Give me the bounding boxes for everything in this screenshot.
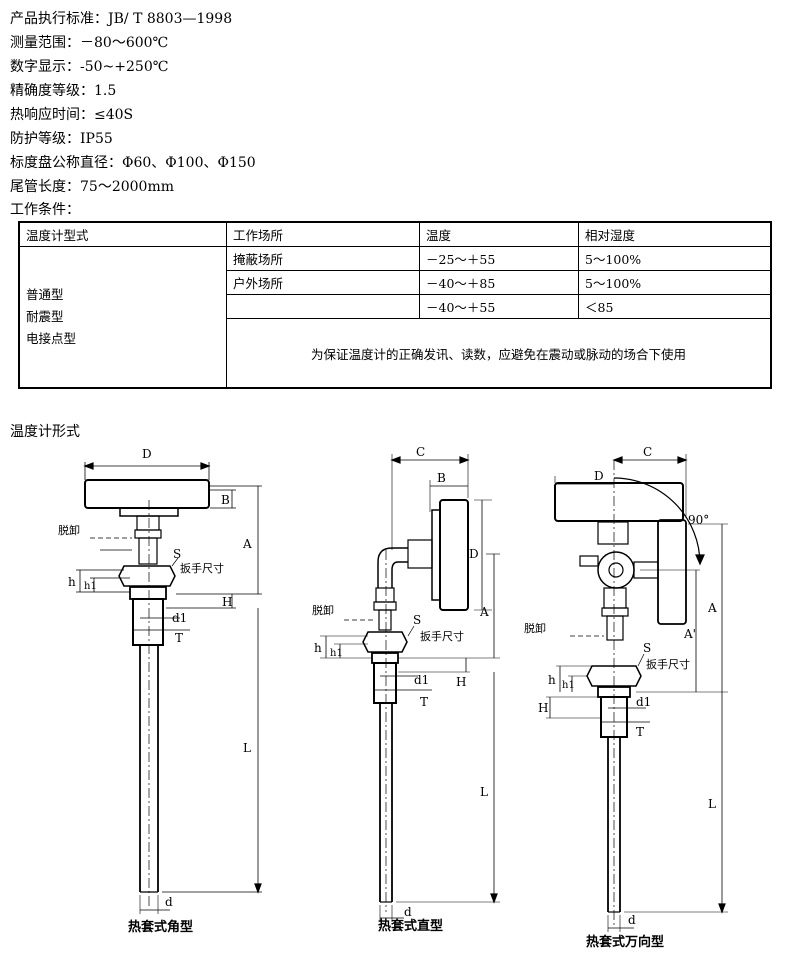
type-cell: 普通型 耐震型 电接点型 (18, 246, 227, 389)
dim-s-straight: S (413, 613, 421, 627)
dim-a-angle: A (242, 537, 252, 551)
spec-standard: 产品执行标准：JB/ T 8803—1998 (10, 11, 233, 27)
dim-hsmall-straight: h (314, 641, 322, 655)
type-electric-contact: 电接点型 (26, 331, 77, 346)
row-temp: －40～＋85 (419, 270, 579, 295)
table-row: －40～＋55 ＜85 (19, 294, 772, 319)
type-ordinary: 普通型 (26, 287, 64, 302)
dim-d-angle: D (142, 447, 152, 461)
spec-protection: 防护等级：IP55 (10, 131, 113, 147)
dim-d-straight: D (469, 547, 479, 561)
dim-dsmall-straight: d (404, 905, 412, 919)
dim-hsmall-angle: h (68, 575, 76, 589)
dim-h1-universal: h1 (562, 680, 575, 691)
wrench-size-angle: 扳手尺寸 (180, 561, 224, 575)
row-place: 户外场所 (226, 270, 420, 295)
dim-h-straight: H (456, 675, 466, 689)
dim-h1-angle: h1 (84, 581, 97, 592)
dim-dsmall-angle: d (165, 895, 173, 909)
usage-note: 为保证温度计的正确发讯、读数，应避免在震动或脉动的场合下使用 (226, 318, 772, 389)
diagram-straight-type (320, 454, 500, 922)
dim-s-universal: S (643, 641, 651, 655)
row-humidity: 5～100% (578, 246, 772, 271)
header-type: 温度计型式 (18, 221, 227, 247)
caption-straight-type: 热套式直型 (378, 918, 443, 934)
dim-h-universal: H (538, 701, 548, 715)
conditions-table: 温度计型式 工作场所 温度 相对湿度 普通型 耐震型 电接点型 掩蔽场所 －25… (18, 221, 772, 389)
dim-d1-straight: d1 (414, 673, 429, 687)
table-note-row: 为保证温度计的正确发讯、读数，应避免在震动或脉动的场合下使用 (19, 318, 772, 389)
dim-h1-straight: h1 (330, 648, 343, 659)
dim-b-straight: B (437, 471, 446, 485)
detach-straight: 脱卸 (312, 603, 334, 617)
row-temp: －25～＋55 (419, 246, 579, 271)
wrench-size-straight: 扳手尺寸 (420, 629, 464, 643)
spec-dial-diameter: 标度盘公称直径：Φ60、Φ100、Φ150 (10, 155, 256, 171)
spec-digital: 数字显示：-50~+250℃ (10, 59, 169, 75)
dim-dsmall-universal: d (628, 913, 636, 927)
section-title: 温度计形式 (10, 424, 80, 440)
dim-t-angle: T (175, 631, 183, 645)
spec-range: 测量范围：－80～600℃ (10, 35, 169, 51)
dim-l-universal: L (708, 797, 716, 811)
table-header-row: 温度计型式 工作场所 温度 相对湿度 (18, 221, 772, 247)
header-temp: 温度 (419, 221, 579, 247)
row-place: 掩蔽场所 (226, 246, 420, 271)
header-place: 工作场所 (226, 221, 420, 247)
spec-tail-length: 尾管长度：75～2000mm (10, 179, 174, 195)
row-temp: －40～＋55 (419, 294, 579, 319)
dim-hsmall-universal: h (548, 673, 556, 687)
dim-a-universal: A (707, 601, 717, 615)
dim-h-angle: H (222, 595, 232, 609)
dim-d1-universal: d1 (636, 695, 651, 709)
thermometer-diagrams: D B A H L h h1 S 扳手尺寸 脱卸 d1 T d 热套式角型 (58, 445, 728, 950)
detach-universal: 脱卸 (524, 621, 546, 635)
table-row: 普通型 耐震型 电接点型 掩蔽场所 －25～＋55 5～100% (18, 246, 772, 389)
row-place (226, 294, 420, 319)
caption-angle-type: 热套式角型 (128, 919, 193, 935)
spec-accuracy: 精确度等级：1.5 (10, 83, 117, 99)
dim-a-straight: A (479, 605, 489, 619)
caption-universal-type: 热套式万向型 (586, 934, 664, 950)
dim-b-angle: B (221, 493, 230, 507)
dim-t-straight: T (420, 695, 428, 709)
dim-l-angle: L (243, 741, 251, 755)
row-humidity: 5～100% (578, 270, 772, 295)
angle-90-universal: 90° (688, 513, 709, 527)
row-humidity: ＜85 (578, 294, 772, 319)
table-row: 户外场所 －40～＋85 5～100% (19, 270, 772, 295)
dim-c-straight: C (416, 445, 425, 459)
wrench-size-universal: 扳手尺寸 (646, 657, 690, 671)
detach-angle: 脱卸 (58, 523, 80, 537)
diagram-angle-type (76, 462, 262, 914)
type-shockproof: 耐震型 (26, 309, 64, 324)
dim-t-universal: T (636, 725, 644, 739)
spec-response: 热响应时间：≤40S (10, 107, 134, 123)
dim-l-straight: L (480, 785, 488, 799)
dim-d-universal: D (594, 469, 604, 483)
header-humidity: 相对湿度 (578, 221, 772, 247)
dim-d1-angle: d1 (172, 611, 187, 625)
dim-s-angle: S (173, 547, 181, 561)
dim-aprime-universal: A' (683, 627, 696, 641)
spec-conditions: 工作条件： (10, 202, 80, 218)
diagram-universal-type (546, 454, 728, 932)
dim-c-universal: C (643, 445, 652, 459)
